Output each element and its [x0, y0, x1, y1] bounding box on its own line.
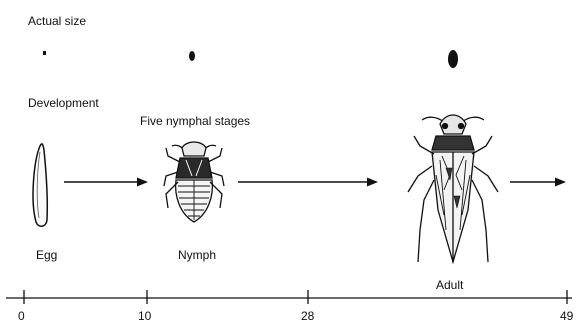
arrow-nymph-to-adult: [238, 178, 378, 187]
egg-actual-size-dot: [43, 51, 46, 55]
nymph-actual-size-dot: [189, 51, 195, 61]
timeline-axis: [6, 290, 572, 304]
egg-icon: [33, 144, 47, 226]
adult-leafhopper-icon: [408, 115, 498, 262]
arrow-egg-to-nymph: [64, 178, 148, 187]
nymph-insect-icon: [164, 142, 224, 222]
adult-actual-size-dot: [448, 50, 458, 68]
arrow-after-adult: [510, 178, 566, 187]
